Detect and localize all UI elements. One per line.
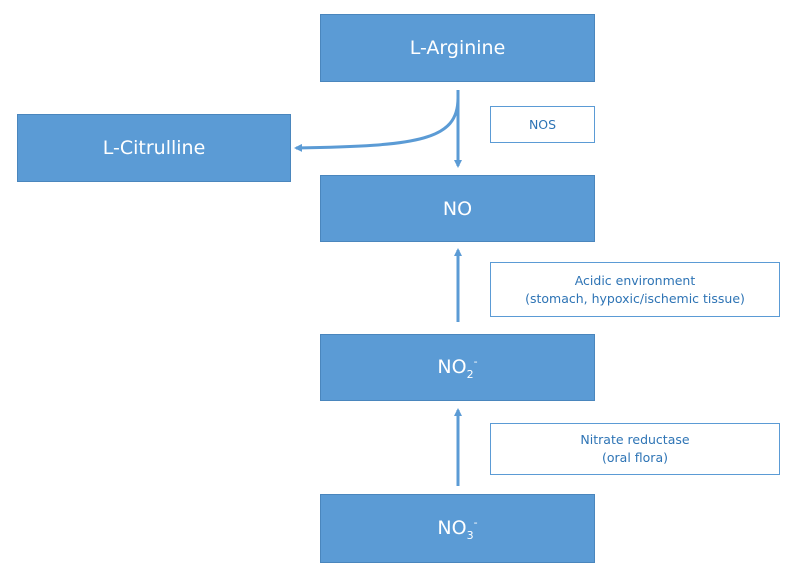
node-no3-label: NO3-	[437, 515, 478, 542]
node-l-citrulline: L-Citrulline	[17, 114, 291, 182]
node-no2: NO2-	[320, 334, 595, 401]
node-no2-label: NO2-	[437, 354, 478, 381]
node-no3: NO3-	[320, 494, 595, 563]
label-acidic-line1: Acidic environment	[574, 272, 696, 288]
node-no-label: NO	[442, 197, 473, 220]
node-l-citrulline-label: L-Citrulline	[102, 137, 206, 159]
label-nos: NOS	[490, 106, 595, 143]
node-l-arginine-label: L-Arginine	[409, 37, 506, 59]
label-nitrate-reductase: Nitrate reductase (oral flora)	[490, 423, 780, 475]
label-nos-text: NOS	[528, 116, 557, 132]
arrow-to-citrulline	[294, 97, 460, 152]
node-l-arginine: L-Arginine	[320, 14, 595, 82]
label-nitrate-line2: (oral flora)	[602, 450, 668, 465]
label-nitrate-line1: Nitrate reductase	[580, 432, 690, 447]
label-acidic-environment: Acidic environment (stomach, hypoxic/isc…	[490, 262, 780, 317]
label-acidic-line2: (stomach, hypoxic/ischemic tissue)	[525, 290, 745, 306]
node-no: NO	[320, 175, 595, 242]
